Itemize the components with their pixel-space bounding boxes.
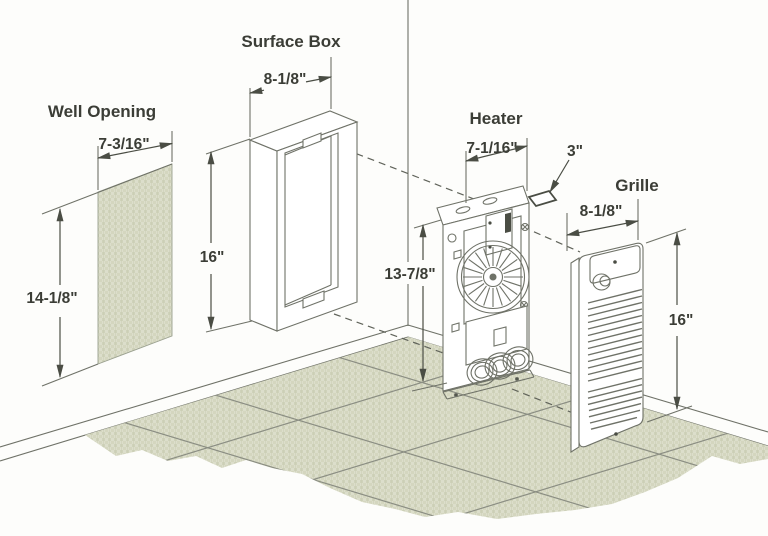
surface-box-label: Surface Box	[241, 32, 341, 51]
grille-height-dim: 16"	[669, 312, 694, 329]
side-knockout	[451, 322, 460, 333]
grille-control-panel	[589, 245, 641, 284]
well-top-extension	[41, 163, 173, 215]
grille-label: Grille	[615, 176, 658, 195]
well-opening-width-dim: 7-3/16"	[98, 136, 149, 153]
screw	[488, 221, 492, 225]
align-bottom-heater-grille	[511, 388, 574, 414]
screw	[614, 432, 618, 436]
fan-icon	[456, 240, 530, 314]
grille-height-dimension: 16"	[645, 228, 694, 423]
well-opening-cutout	[97, 163, 173, 365]
heater-width-dimension: 7-1/16"	[464, 138, 529, 203]
well-opening-height-dim: 14-1/8"	[26, 290, 77, 307]
heater-height-dimension: 13-7/8"	[380, 219, 448, 392]
box-top-knockout	[302, 132, 322, 149]
grille-width-dim: 8-1/8"	[580, 203, 623, 220]
well-width-dimension: 7-3/16"	[96, 131, 174, 190]
well-opening-label: Well Opening	[48, 102, 156, 121]
top-knockout-oval	[455, 206, 471, 214]
heater-label: Heater	[470, 109, 523, 128]
box-side-face	[249, 139, 278, 332]
align-top-heater-grille	[522, 226, 581, 253]
heater-bottom-tray	[442, 369, 535, 400]
box-width-dimension: 8-1/8"	[248, 57, 333, 137]
surface-box-figure: 8-1/8" 16" Surface Box	[200, 32, 359, 333]
surface-box-height-dim: 16"	[200, 249, 225, 266]
grille-lower-louvers	[587, 377, 643, 430]
heater-depth-dimension: 3"	[549, 143, 583, 194]
heater-depth-dim: 3"	[567, 143, 583, 160]
grille-upper-louvers	[587, 288, 643, 382]
well-height-dimension: 14-1/8"	[26, 207, 78, 379]
box-height-dimension: 16"	[200, 138, 253, 333]
grille-figure: 8-1/8" 16" Grille	[565, 176, 694, 453]
thermostat-knob	[592, 273, 611, 291]
side-knockout	[453, 249, 462, 260]
surface-box-width-dim: 8-1/8"	[264, 71, 307, 88]
left-baseboard-top	[0, 324, 409, 448]
heater-width-dim: 7-1/16"	[466, 140, 517, 157]
grille-width-dimension: 8-1/8"	[565, 199, 640, 251]
box-inner-bottom-edge	[284, 284, 332, 306]
box-opening	[284, 132, 339, 308]
well-bottom-extension	[41, 363, 99, 387]
side-hole	[447, 233, 457, 243]
rating-label	[493, 326, 507, 347]
floor-texture	[85, 337, 768, 519]
left-baseboard-bottom	[0, 336, 409, 462]
heating-coils	[466, 346, 534, 386]
dim-text-mask	[380, 262, 440, 284]
box-bottom-knockout	[302, 290, 325, 309]
screw	[613, 260, 617, 264]
wiring-block	[505, 212, 511, 233]
heater-height-dim: 13-7/8"	[384, 266, 435, 283]
well-opening-figure: 7-3/16" 14-1/8" Well Opening	[26, 102, 174, 387]
align-bottom-box-heater	[333, 313, 447, 355]
grille-side-face	[570, 257, 580, 453]
heater-figure: 7-1/16" 3" 13-7/8" Heater	[380, 109, 583, 400]
heater-mounting-flange	[527, 189, 558, 208]
top-knockout-oval	[482, 197, 498, 205]
